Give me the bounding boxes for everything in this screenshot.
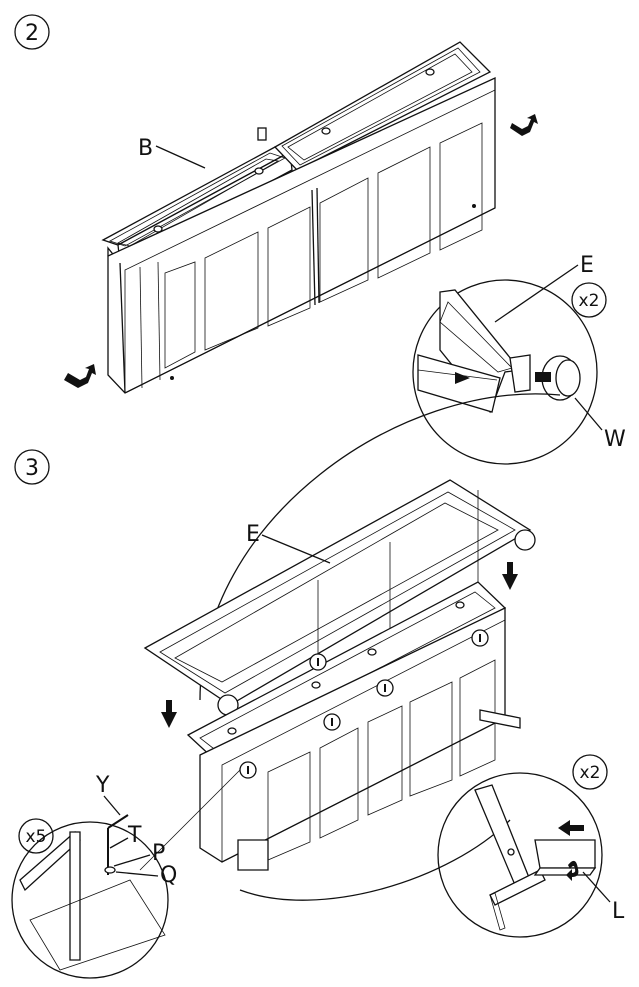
part-label-q: Q <box>115 863 177 888</box>
qty-step3-right-text: x2 <box>580 763 601 783</box>
label-l-text: L <box>612 899 625 924</box>
part-label-b: B <box>138 136 206 169</box>
step-3-cabinet <box>186 581 521 871</box>
label-w-text: W <box>604 427 626 452</box>
flip-arrow-icon <box>64 364 96 388</box>
step-3-badge: 3 <box>14 449 50 485</box>
part-label-y: Y <box>95 773 121 816</box>
part-label-p: P <box>113 841 165 867</box>
step-2-number: 2 <box>25 21 39 46</box>
down-arrow-icon <box>502 562 518 590</box>
flip-arrow-icon <box>510 114 538 136</box>
down-arrow-icon <box>161 700 177 728</box>
label-y-text: Y <box>95 773 110 798</box>
qty-badge-step3-left: x5 <box>18 818 54 854</box>
label-b-text: B <box>138 136 153 161</box>
label-e-top-text: E <box>580 253 594 278</box>
qty-step2-text: x2 <box>579 291 600 311</box>
rotate-arrow-icon <box>566 860 579 881</box>
part-label-l: L <box>582 871 625 924</box>
step-3-top-frame <box>143 479 536 716</box>
qty-badge-step2: x2 <box>571 282 607 318</box>
label-q-text: Q <box>160 863 177 888</box>
part-label-e-step3: E <box>246 522 331 564</box>
part-label-t: T <box>109 823 142 849</box>
detail-circle-left <box>11 769 241 979</box>
qty-step3-left-text: x5 <box>26 827 47 847</box>
label-e-step3-text: E <box>246 522 260 547</box>
part-label-e-top: E <box>494 253 594 323</box>
step-2-cabinet <box>101 41 496 394</box>
qty-badge-step3-right: x2 <box>572 754 608 790</box>
part-label-w: W <box>574 397 626 452</box>
detail-circle-right <box>437 772 603 938</box>
step-2: 2 <box>14 14 626 465</box>
left-arrow-icon <box>558 820 584 836</box>
detail-circle-w <box>412 279 598 465</box>
step-2-badge: 2 <box>14 14 50 50</box>
label-p-text: P <box>152 841 165 866</box>
step-3-number: 3 <box>25 456 39 481</box>
label-t-text: T <box>127 823 142 848</box>
step-3: 3 E <box>11 393 625 979</box>
